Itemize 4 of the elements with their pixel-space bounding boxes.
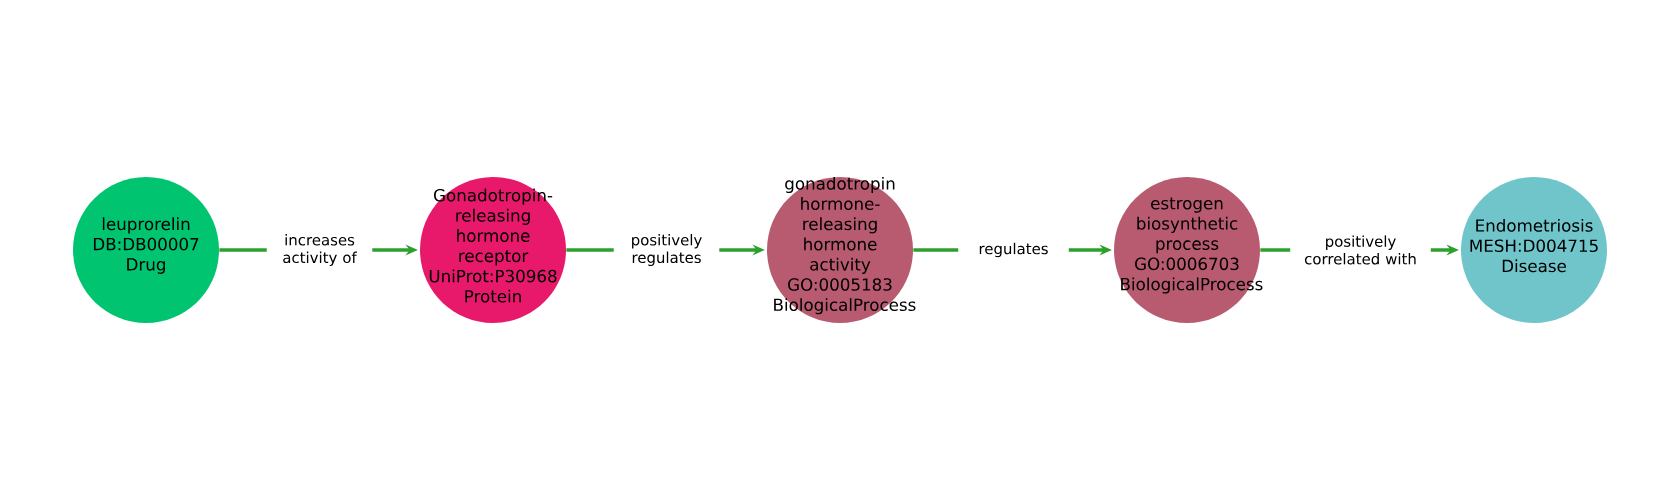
edge-label: regulates <box>958 237 1069 263</box>
edge-label: positively correlated with <box>1290 230 1431 270</box>
edge-label: positively regulates <box>613 228 720 272</box>
edge-label: increases activity of <box>266 228 373 272</box>
